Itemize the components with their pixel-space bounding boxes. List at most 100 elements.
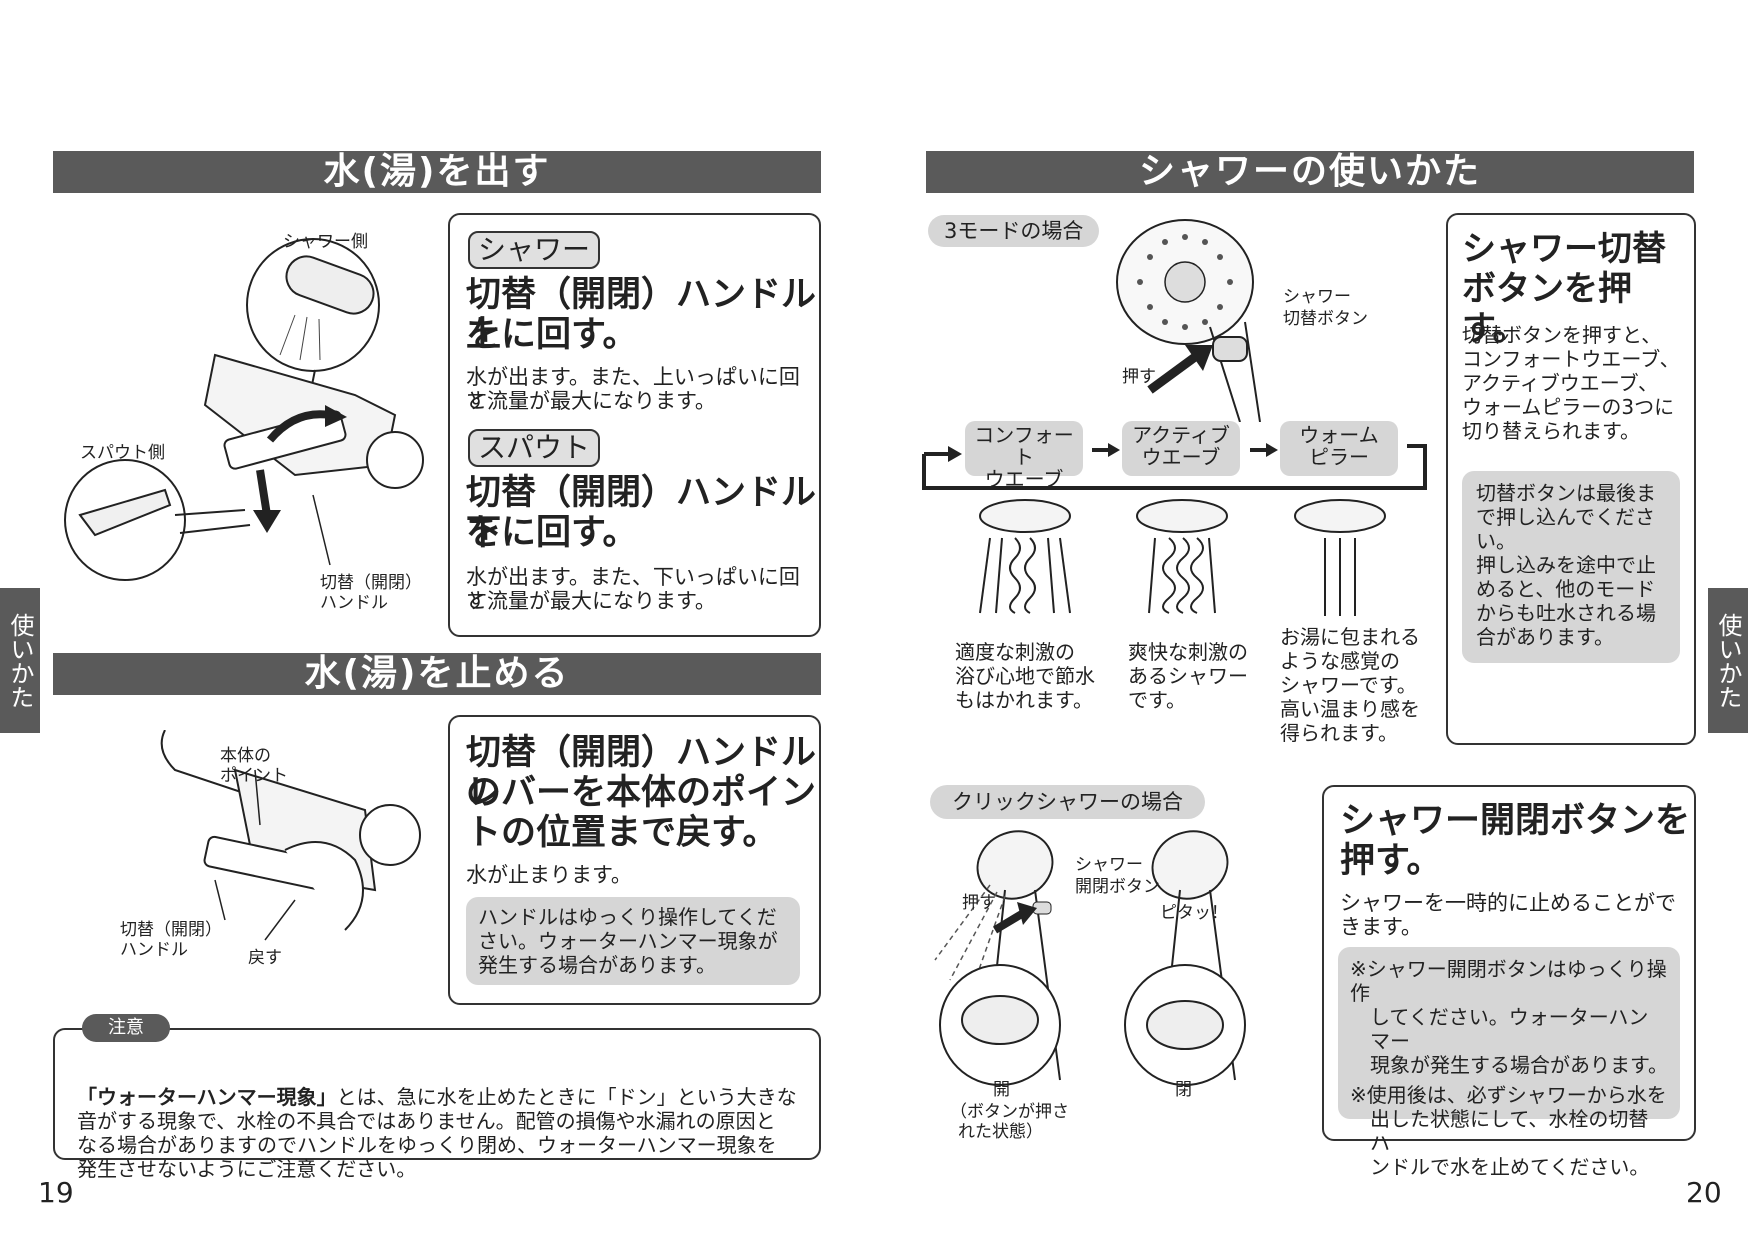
switch-text-4: ウォームピラーの3つに <box>1462 395 1675 419</box>
faucet-handle-return-illustration <box>160 730 421 941</box>
close-note-2: さい。ウォーターハンマー現象が <box>478 929 778 953</box>
close-heading-3: トの位置まで戻す。 <box>466 813 778 853</box>
shower-head-switch-illustration <box>1116 219 1261 422</box>
open-note-1: （ボタンが押さ <box>950 1102 1069 1122</box>
push-arrow-icon <box>1147 345 1213 394</box>
page-number-left: 19 <box>38 1176 74 1209</box>
instruction-box-close: 切替（開閉）ハンドルの レバーを本体のポイン トの位置まで戻す。 水が止まります… <box>448 715 821 1005</box>
handle2-label-1: 切替（開閉） <box>120 920 222 940</box>
shower-side-label: シャワー側 <box>283 232 368 252</box>
mode-2-line2: ウエーブ <box>1141 445 1221 469</box>
side-tab-right[interactable]: 使いかた <box>1708 588 1748 733</box>
section-header-shower: シャワーの使いかた <box>926 151 1694 193</box>
close-heading-2: レバーを本体のポイン <box>466 773 817 813</box>
caution-text: 「ウォーターハンマー現象」とは、急に水を止めたときに「ドン」という大きな 音がす… <box>77 1085 797 1181</box>
switch-text-3: アクティブウエーブ、 <box>1462 371 1658 395</box>
click-heading-1: シャワー開閉ボタンを <box>1340 801 1691 841</box>
close-text: 水が止まります。 <box>466 863 632 887</box>
body-point-label-2: ポイント <box>220 766 288 786</box>
close-heading-1: 切替（開閉）ハンドルの <box>466 733 817 813</box>
mode-1-desc-2: 浴び心地で節水 <box>955 664 1095 688</box>
caution-box: 「ウォーターハンマー現象」とは、急に水を止めたときに「ドン」という大きな 音がす… <box>53 1028 821 1181</box>
push-label: 押す <box>1122 367 1156 387</box>
mode-cycle-arrows <box>922 443 1427 490</box>
switch-note: 切替ボタンは最後ま で押し込んでくださ い。 押し込みを途中で止 めると、他のモ… <box>1462 471 1680 663</box>
mode-comfort-wave: コンフォート ウエーブ <box>965 421 1083 490</box>
spout-side-label: スパウト側 <box>80 443 165 463</box>
spout-heading-1: 切替（開閉）ハンドルを <box>466 473 817 553</box>
mode-2-desc-2: あるシャワー <box>1128 664 1248 688</box>
spout-text-1: 水が出ます。また、下いっぱいに回す <box>466 565 800 613</box>
mode-2-description: 爽快な刺激の あるシャワー です。 <box>1128 640 1248 712</box>
mode-1-desc-1: 適度な刺激の <box>955 640 1075 664</box>
click-note: ※シャワー開閉ボタンはゆっくり操作 してください。ウォーターハンマー 現象が発生… <box>1338 947 1680 1179</box>
mode-2-desc-1: 爽快な刺激の <box>1128 640 1248 664</box>
mode-3-desc-5: 得られます。 <box>1280 721 1398 745</box>
click-button-label-1: シャワー <box>1075 855 1143 875</box>
warm-pillar-spray-icon <box>1294 499 1386 616</box>
click-text-2: きます。 <box>1340 915 1422 939</box>
mode-2-line1: アクティブ <box>1132 423 1230 447</box>
click-note1-3: 現象が発生する場合があります。 <box>1370 1053 1668 1077</box>
mode-1-line1: コンフォート <box>974 423 1074 469</box>
switch-note-6: からも吐水される場 <box>1476 601 1656 625</box>
shower-heading-1: 切替（開閉）ハンドルを <box>466 275 817 355</box>
handle2-label-2: ハンドル <box>120 940 188 960</box>
switch-note-4: 押し込みを途中で止 <box>1476 553 1656 577</box>
open-label: 開 <box>993 1080 1010 1100</box>
close-note-3: 発生する場合があります。 <box>478 953 716 977</box>
mode-3-desc-3: シャワーです。 <box>1280 673 1417 697</box>
caution-line-4: 発生させないようにご注意ください。 <box>77 1157 417 1181</box>
handle-label-2: ハンドル <box>320 593 388 613</box>
caution-line-2: 音がする現象で、水栓の不具合ではありません。配管の損傷や水漏れの原因と <box>77 1109 776 1133</box>
close-note: ハンドルはゆっくり操作してくだ さい。ウォーターハンマー現象が 発生する場合があ… <box>466 897 800 985</box>
instruction-box-click: シャワー開閉ボタンを 押す。 シャワーを一時的に止めることがで きます。 ※シャ… <box>1322 785 1696 1179</box>
section-header-water-on: 水(湯)を出す <box>53 151 821 193</box>
caution-line-1: とは、急に水を止めたときに「ドン」という大きな <box>336 1085 797 1109</box>
mode3-tag: 3モードの場合 <box>928 215 1100 247</box>
click-text-1: シャワーを一時的に止めることがで <box>1340 891 1676 915</box>
caution-tag: 注意 <box>82 1014 170 1042</box>
spout-heading-2: 下に回す。 <box>466 513 638 553</box>
open-note-2: れた状態） <box>958 1122 1043 1142</box>
close-note-1: ハンドルはゆっくり操作してくだ <box>478 905 777 929</box>
click-note1-2: してください。ウォーターハンマー <box>1370 1005 1649 1053</box>
switch-note-2: で押し込んでくださ <box>1476 505 1655 529</box>
click-note2-2: 出した状態にして、水栓の切替ハ <box>1370 1107 1649 1155</box>
shower-heading-2: 上に回す。 <box>466 315 638 355</box>
switch-text: 切替ボタンを押すと、 コンフォートウエーブ、 アクティブウエーブ、 ウォームピラ… <box>1462 323 1680 443</box>
mode-3-desc-4: 高い温まり感を <box>1280 697 1420 721</box>
mode-1-line2: ウエーブ <box>984 467 1064 491</box>
active-wave-spray-icon <box>1136 499 1228 614</box>
mode-3-line2: ピラー <box>1309 445 1369 469</box>
click-shower-tag: クリックシャワーの場合 <box>930 785 1205 819</box>
switch-text-5: 切り替えられます。 <box>1462 419 1640 443</box>
mode-2-desc-3: です。 <box>1128 688 1186 712</box>
push2-label: 押す <box>962 893 996 913</box>
shower-text-1: 水が出ます。また、上いっぱいに回す <box>466 365 800 413</box>
caution-term: 「ウォーターハンマー現象」 <box>77 1085 337 1109</box>
switch-heading-1: シャワー切替 <box>1462 229 1666 269</box>
switch-text-2: コンフォートウエーブ、 <box>1462 347 1680 371</box>
mode-1-desc-3: もはかれます。 <box>955 688 1093 712</box>
switch-note-3: い。 <box>1476 529 1516 553</box>
shower-text-2: と流量が最大になります。 <box>466 389 716 413</box>
page-number-right: 20 <box>1686 1176 1722 1209</box>
instruction-box-open: シャワー 切替（開閉）ハンドルを 上に回す。 水が出ます。また、上いっぱいに回す… <box>448 213 821 637</box>
pita-label: ピタッ！ <box>1160 903 1228 923</box>
section-header-water-off: 水(湯)を止める <box>53 653 821 695</box>
handle-label-1: 切替（開閉） <box>320 573 422 593</box>
click-note1-1: ※シャワー開閉ボタンはゆっくり操作 <box>1350 957 1667 1005</box>
click-button-label-2: 開閉ボタン <box>1075 877 1160 897</box>
closed-label: 閉 <box>1175 1080 1192 1100</box>
body-point-label-1: 本体の <box>220 746 271 766</box>
switch-button-label-1: シャワー <box>1283 287 1351 307</box>
spout-tag: スパウト <box>468 429 601 467</box>
switch-note-5: めると、他のモード <box>1476 577 1656 601</box>
click-shower-illustration <box>934 830 1246 1086</box>
side-tab-left[interactable]: 使いかた <box>0 588 40 733</box>
caution-line-3: なる場合がありますのでハンドルをゆっくり閉め、ウォーターハンマー現象を <box>77 1133 777 1157</box>
mode-3-description: お湯に包まれる ような感覚の シャワーです。 高い温まり感を 得られます。 <box>1280 625 1420 745</box>
mode-warm-pillar: ウォーム ピラー <box>1280 421 1398 476</box>
spout-text-2: と流量が最大になります。 <box>466 589 716 613</box>
